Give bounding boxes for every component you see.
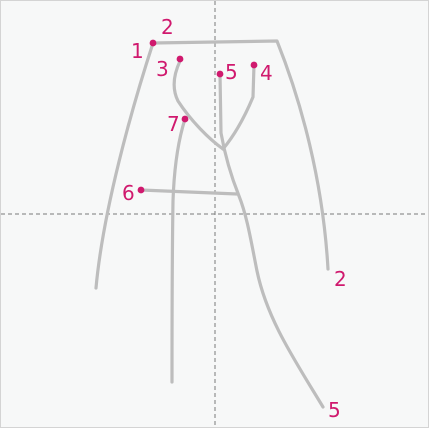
stroke-1-start-dot (149, 39, 157, 47)
stroke-1 (94, 41, 155, 290)
stroke-number-5-start: 5 (225, 60, 238, 84)
stroke-6-start-dot (137, 186, 145, 194)
stroke-6 (139, 188, 239, 196)
stroke-number-7: 7 (167, 112, 180, 136)
stroke-7 (170, 117, 187, 384)
stroke-5-start-dot (216, 70, 224, 78)
stroke-5 (218, 72, 325, 409)
stroke-number-1: 1 (131, 39, 144, 63)
stroke-4 (221, 63, 256, 151)
stroke-number-2-start: 2 (161, 15, 174, 39)
stroke-7-start-dot (181, 115, 189, 123)
stroke-number-2-end: 2 (334, 267, 347, 291)
stroke-3-start-dot (176, 55, 184, 63)
stroke-2 (151, 39, 330, 271)
stroke-number-5-end: 5 (328, 398, 341, 422)
stroke-4-start-dot (250, 61, 258, 69)
stroke-number-4: 4 (260, 61, 273, 85)
stroke-3 (172, 59, 225, 151)
stroke-number-3: 3 (156, 57, 169, 81)
stroke-number-6: 6 (122, 181, 135, 205)
